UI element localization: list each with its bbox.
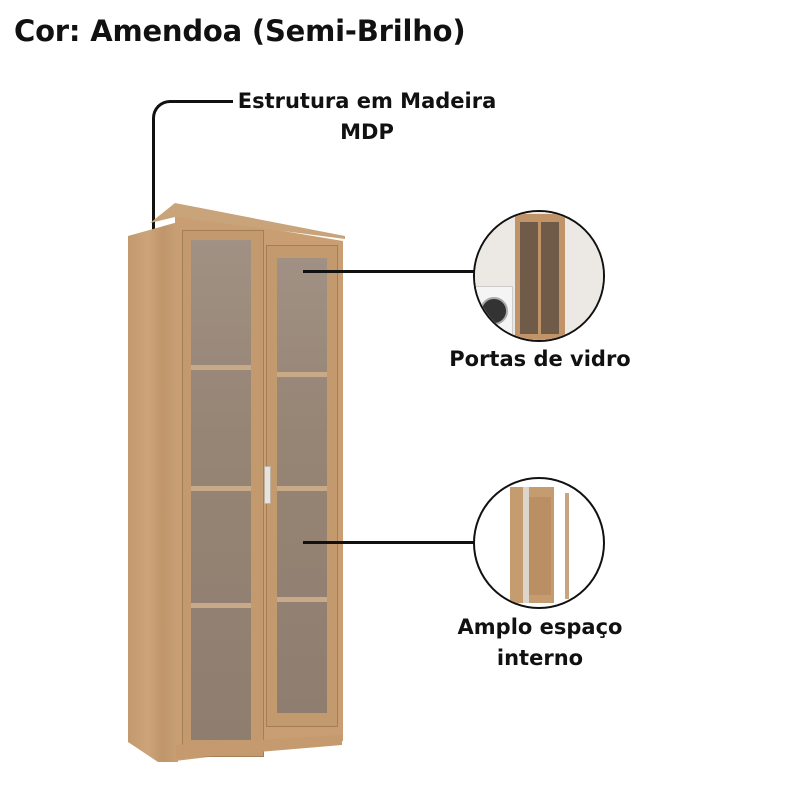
shelf	[277, 486, 327, 491]
door-handle	[264, 466, 271, 504]
structure-callout-label: Estrutura em Madeira MDP	[222, 86, 512, 148]
interior-label-line2: interno	[496, 646, 584, 670]
interior-leader	[303, 541, 475, 544]
open-door-right	[565, 493, 569, 599]
glass-doors-detail-image	[473, 210, 605, 342]
shelf	[191, 486, 251, 491]
shelf	[277, 597, 327, 602]
shelf	[191, 365, 251, 370]
glass-doors-leader	[303, 270, 475, 273]
shelf	[191, 603, 251, 608]
product-color-title: Cor: Amendoa (Semi-Brilho)	[14, 14, 466, 48]
glass-doors-label: Portas de vidro	[449, 347, 631, 371]
interior-label: Amplo espaço interno	[430, 612, 650, 674]
structure-label-line2: MDP	[340, 120, 394, 144]
shelf	[277, 372, 327, 377]
interior-label-line1: Amplo espaço	[457, 615, 623, 639]
mini-cabinet-glass	[541, 222, 559, 334]
washer-door-icon	[480, 297, 508, 325]
interior-detail-image	[473, 477, 605, 609]
structure-label-line1: Estrutura em Madeira	[237, 89, 497, 113]
washing-machine	[475, 286, 513, 340]
structure-callout-leader	[152, 100, 233, 241]
open-door-left	[523, 487, 529, 603]
right-door-glass	[277, 258, 327, 713]
cabinet-side-panel	[128, 222, 178, 762]
mini-cabinet-glass	[520, 222, 538, 334]
